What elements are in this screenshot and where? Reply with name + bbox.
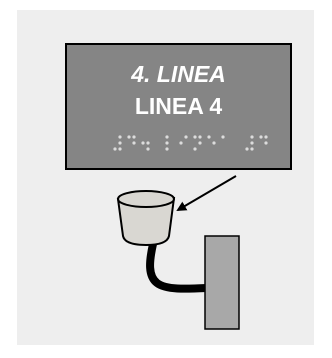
arrow-icon [178,176,236,210]
pushbutton-icon [118,191,174,245]
post-icon [205,236,239,329]
cable-icon [150,244,207,289]
